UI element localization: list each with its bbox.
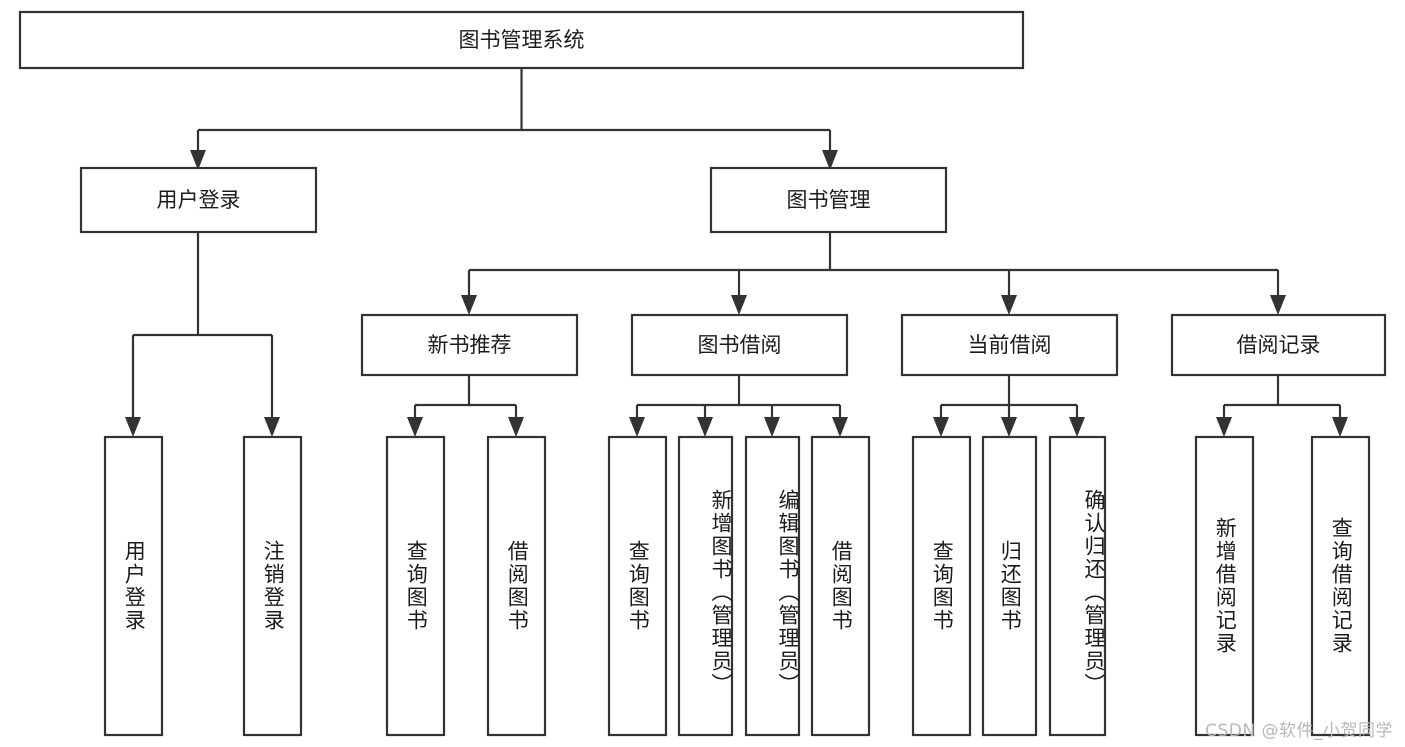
leaf-box-recommend-1[interactable] xyxy=(385,435,446,737)
leaf-box-borrow-2[interactable] xyxy=(677,435,734,737)
leaf-box-current-1[interactable] xyxy=(911,435,972,737)
node-new-book-recommend-label: 新书推荐 xyxy=(428,333,512,357)
arrow-borrow-to-leaf-4 xyxy=(832,417,848,437)
arrow-book-to-current-borrow xyxy=(1001,295,1017,315)
arrow-root-to-user-login xyxy=(190,150,206,170)
node-book-management[interactable]: 图书管理 xyxy=(709,166,948,234)
leaf-box-user-login-2[interactable] xyxy=(242,435,303,737)
arrow-current-to-leaf-2 xyxy=(1001,417,1017,437)
connector-group-user-login xyxy=(125,232,280,437)
connector-group-book-borrow xyxy=(629,375,848,437)
node-book-borrow[interactable]: 图书借阅 xyxy=(630,313,849,377)
node-current-borrow-label: 当前借阅 xyxy=(968,333,1052,357)
node-book-management-box[interactable] xyxy=(709,166,948,234)
csdn-watermark: CSDN @软件_小贺同学 xyxy=(1205,721,1393,741)
node-root-system-label: 图书管理系统 xyxy=(459,28,585,52)
leaf-box-borrow-3[interactable] xyxy=(744,435,801,737)
arrow-borrow-to-leaf-3 xyxy=(764,417,780,437)
node-root-system-box[interactable] xyxy=(18,10,1025,70)
node-user-login[interactable]: 用户登录 xyxy=(79,166,318,234)
arrow-borrow-to-leaf-1 xyxy=(629,417,645,437)
connector-group-current-borrow xyxy=(933,375,1085,437)
arrow-book-to-borrow xyxy=(731,295,747,315)
leaf-box-user-login-1[interactable] xyxy=(103,435,164,737)
node-book-borrow-box[interactable] xyxy=(630,313,849,377)
node-user-login-label: 用户登录 xyxy=(157,188,241,212)
arrow-records-to-leaf-1 xyxy=(1216,417,1232,437)
connector-group-book-mgmt xyxy=(461,232,1286,315)
arrow-recommend-to-leaf-1 xyxy=(407,417,423,437)
node-book-management-label: 图书管理 xyxy=(787,188,871,212)
node-user-login-box[interactable] xyxy=(79,166,318,234)
node-borrow-records-label: 借阅记录 xyxy=(1237,333,1321,357)
arrow-book-to-records xyxy=(1270,295,1286,315)
arrow-borrow-to-leaf-2 xyxy=(697,417,713,437)
node-current-borrow-box[interactable] xyxy=(900,313,1119,377)
arrow-current-to-leaf-3 xyxy=(1069,417,1085,437)
connector-group-root xyxy=(190,68,838,170)
arrow-user-to-leaf-2 xyxy=(264,417,280,437)
node-book-borrow-label: 图书借阅 xyxy=(698,333,782,357)
leaf-box-borrow-4[interactable] xyxy=(810,435,871,737)
arrow-user-to-leaf-1 xyxy=(125,417,141,437)
node-root-system[interactable]: 图书管理系统 xyxy=(18,10,1025,70)
node-current-borrow[interactable]: 当前借阅 xyxy=(900,313,1119,377)
leaf-box-current-3[interactable] xyxy=(1048,435,1107,737)
leaf-box-records-2[interactable] xyxy=(1310,435,1371,737)
leaf-box-records-1[interactable] xyxy=(1194,435,1255,737)
node-new-book-recommend[interactable]: 新书推荐 xyxy=(360,313,579,377)
arrow-records-to-leaf-2 xyxy=(1332,417,1348,437)
arrow-current-to-leaf-1 xyxy=(933,417,949,437)
connector-group-borrow-records xyxy=(1216,375,1348,437)
arrow-recommend-to-leaf-2 xyxy=(508,417,524,437)
arrow-root-to-book-mgmt xyxy=(822,150,838,170)
node-new-book-recommend-box[interactable] xyxy=(360,313,579,377)
node-borrow-records-box[interactable] xyxy=(1170,313,1387,377)
leaf-box-current-2[interactable] xyxy=(981,435,1038,737)
leaf-box-recommend-2[interactable] xyxy=(486,435,547,737)
arrow-book-to-new-recommend xyxy=(461,295,477,315)
connector-group-new-recommend xyxy=(407,375,524,437)
node-borrow-records[interactable]: 借阅记录 xyxy=(1170,313,1387,377)
leaf-box-borrow-1[interactable] xyxy=(607,435,668,737)
